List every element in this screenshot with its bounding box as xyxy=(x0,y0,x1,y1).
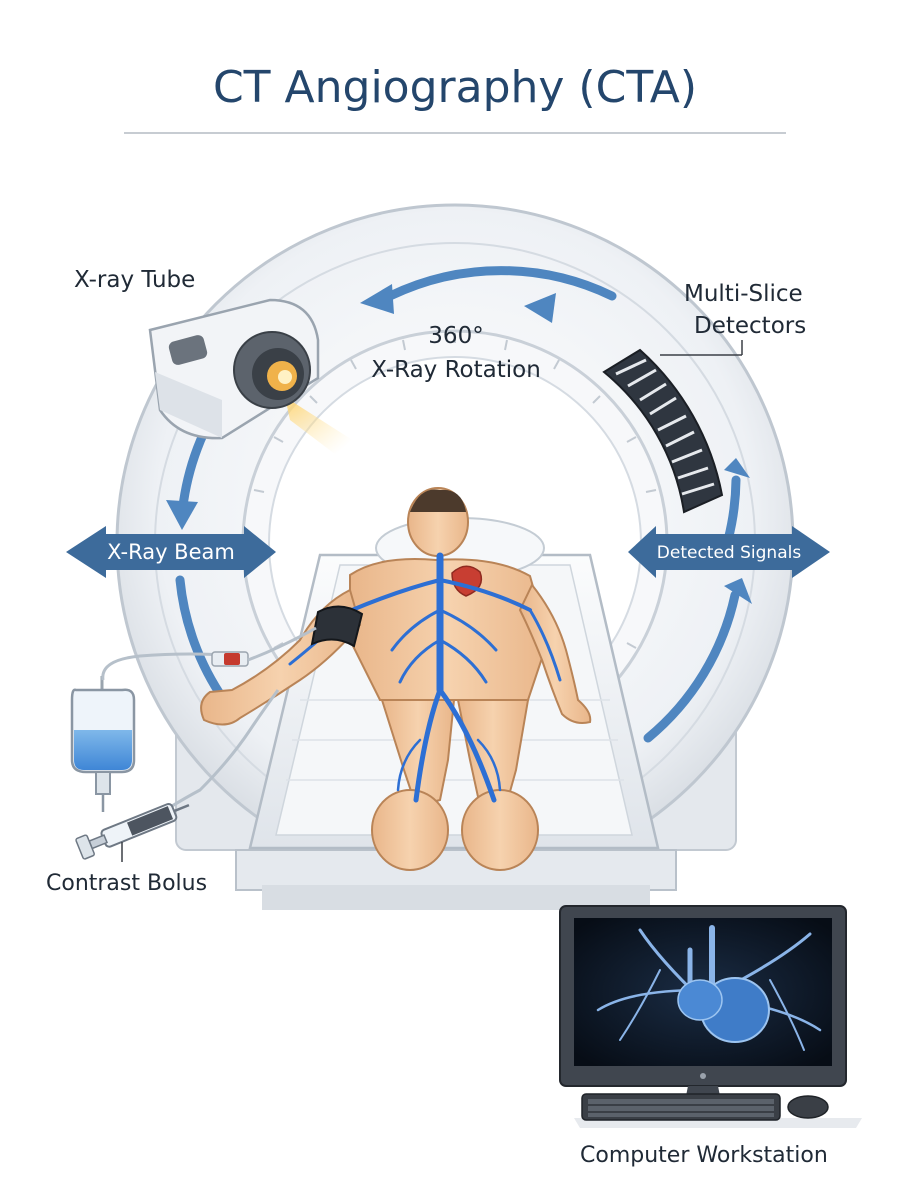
detected-signals-arrow xyxy=(628,526,830,578)
label-contrast-bolus: Contrast Bolus xyxy=(46,871,208,896)
label-xray-tube: X-ray Tube xyxy=(74,267,196,293)
label-detected-signals: Detected Signals xyxy=(656,543,802,563)
rotation-arc-right-lower xyxy=(643,590,740,743)
label-detectors-line1: Multi-Slice xyxy=(684,281,803,307)
label-rotation-degrees: 360° xyxy=(428,323,484,349)
rotation-arc-top xyxy=(385,266,617,301)
xray-tube-icon xyxy=(148,298,368,470)
vessel-network xyxy=(288,552,562,803)
xray-beam-arrow xyxy=(66,526,276,578)
detector-array-icon xyxy=(602,340,743,514)
patient-figure xyxy=(200,487,592,871)
label-detectors-line2: Detectors xyxy=(694,313,807,339)
mouse-icon xyxy=(787,1095,829,1119)
blood-pressure-cuff-icon xyxy=(310,605,364,648)
iv-bag-icon xyxy=(70,626,317,812)
title-divider xyxy=(124,132,786,134)
syringe-icon xyxy=(75,689,280,862)
label-rotation: X-Ray Rotation xyxy=(371,357,541,383)
page-title: CT Angiography (CTA) xyxy=(212,62,698,113)
workstation xyxy=(559,905,862,1128)
label-xray-beam: X-Ray Beam xyxy=(107,540,235,564)
label-workstation: Computer Workstation xyxy=(580,1143,828,1168)
rotation-arc-left-lower xyxy=(175,575,229,705)
